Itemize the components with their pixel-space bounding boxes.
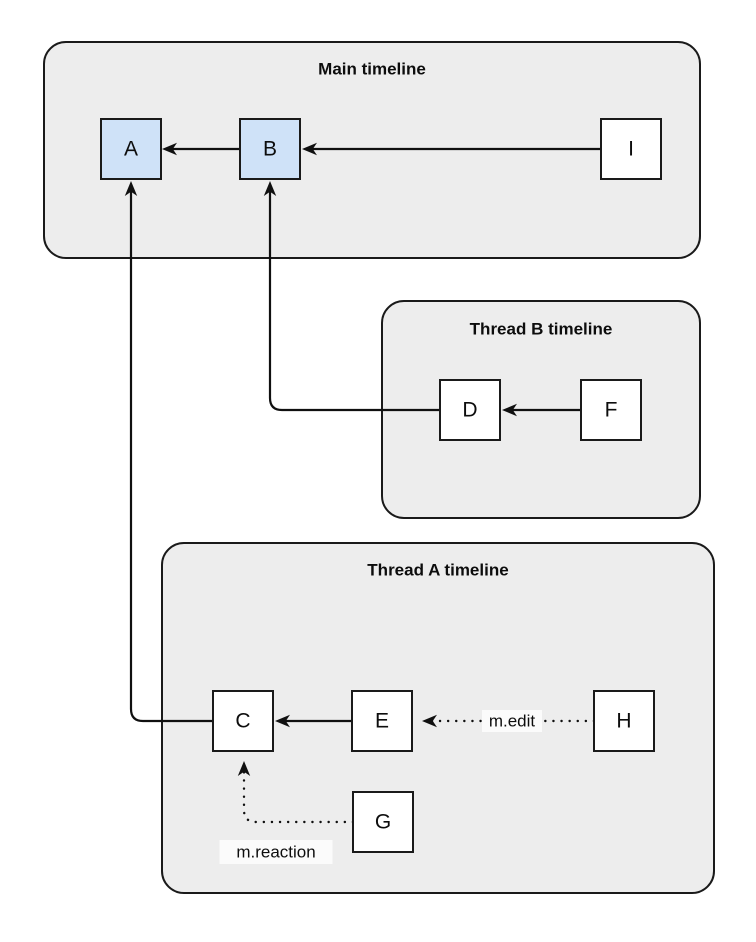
event-node-label-D: D [462, 399, 477, 422]
event-node-D[interactable]: D [439, 379, 501, 441]
edge-I-to-B [302, 142, 601, 156]
arrow-head-icon [302, 142, 317, 156]
event-node-box-A[interactable] [100, 118, 162, 180]
event-node-box-E[interactable] [351, 690, 413, 752]
edge-C-to-A [124, 181, 213, 723]
event-node-box-H[interactable] [593, 690, 655, 752]
event-node-label-I: I [628, 138, 634, 161]
edge-label-background [482, 710, 542, 732]
timeline-group-box-thread-a [161, 542, 715, 894]
event-node-box-I[interactable] [600, 118, 662, 180]
arrow-head-icon [275, 714, 290, 728]
event-node-I[interactable]: I [600, 118, 662, 180]
edge-label-background [219, 840, 333, 864]
edge-label-G-to-C: m.reaction [219, 840, 333, 864]
event-node-H[interactable]: H [593, 690, 655, 752]
arrow-head-icon [502, 403, 517, 417]
event-nodes-layer: A B I D F C E H G [100, 118, 662, 853]
edge-label-text-H-to-E: m.edit [489, 711, 536, 730]
event-node-label-B: B [263, 138, 277, 161]
event-node-label-A: A [124, 138, 138, 161]
event-node-F[interactable]: F [580, 379, 642, 441]
event-node-label-G: G [375, 811, 391, 834]
edge-B-to-A [162, 142, 240, 156]
timeline-group-title-thread-b: Thread B timeline [470, 319, 613, 338]
event-node-label-E: E [375, 710, 389, 733]
edge-F-to-D [502, 403, 581, 417]
edge-label-H-to-E: m.edit [482, 710, 542, 732]
timeline-group-title-main: Main timeline [318, 59, 426, 78]
event-node-label-F: F [605, 399, 618, 422]
arrow-head-icon [237, 761, 251, 776]
event-node-C[interactable]: C [212, 690, 274, 752]
event-node-A[interactable]: A [100, 118, 162, 180]
edge-D-to-B [263, 181, 440, 412]
event-node-box-C[interactable] [212, 690, 274, 752]
event-node-box-B[interactable] [239, 118, 301, 180]
timeline-group-title-thread-a: Thread A timeline [367, 560, 508, 579]
arrow-head-icon [162, 142, 177, 156]
edge-labels-layer: m.edit m.reaction [219, 710, 542, 864]
event-node-E[interactable]: E [351, 690, 413, 752]
timeline-group-thread-a: Thread A timeline [161, 542, 715, 894]
edge-line-D-to-B [268, 189, 440, 412]
edge-E-to-C [275, 714, 352, 728]
event-node-label-H: H [616, 710, 631, 733]
arrow-head-icon [124, 181, 138, 196]
event-node-B[interactable]: B [239, 118, 301, 180]
event-node-G[interactable]: G [352, 791, 414, 853]
arrow-head-icon [422, 714, 437, 728]
edge-line-G-to-C [242, 768, 355, 824]
event-node-box-G[interactable] [352, 791, 414, 853]
event-node-box-D[interactable] [439, 379, 501, 441]
edge-line-C-to-A [129, 189, 213, 723]
arrow-head-icon [263, 181, 277, 196]
event-node-label-C: C [235, 710, 250, 733]
edge-G-to-C [237, 761, 355, 824]
event-node-box-F[interactable] [580, 379, 642, 441]
edge-label-text-G-to-C: m.reaction [236, 842, 315, 861]
